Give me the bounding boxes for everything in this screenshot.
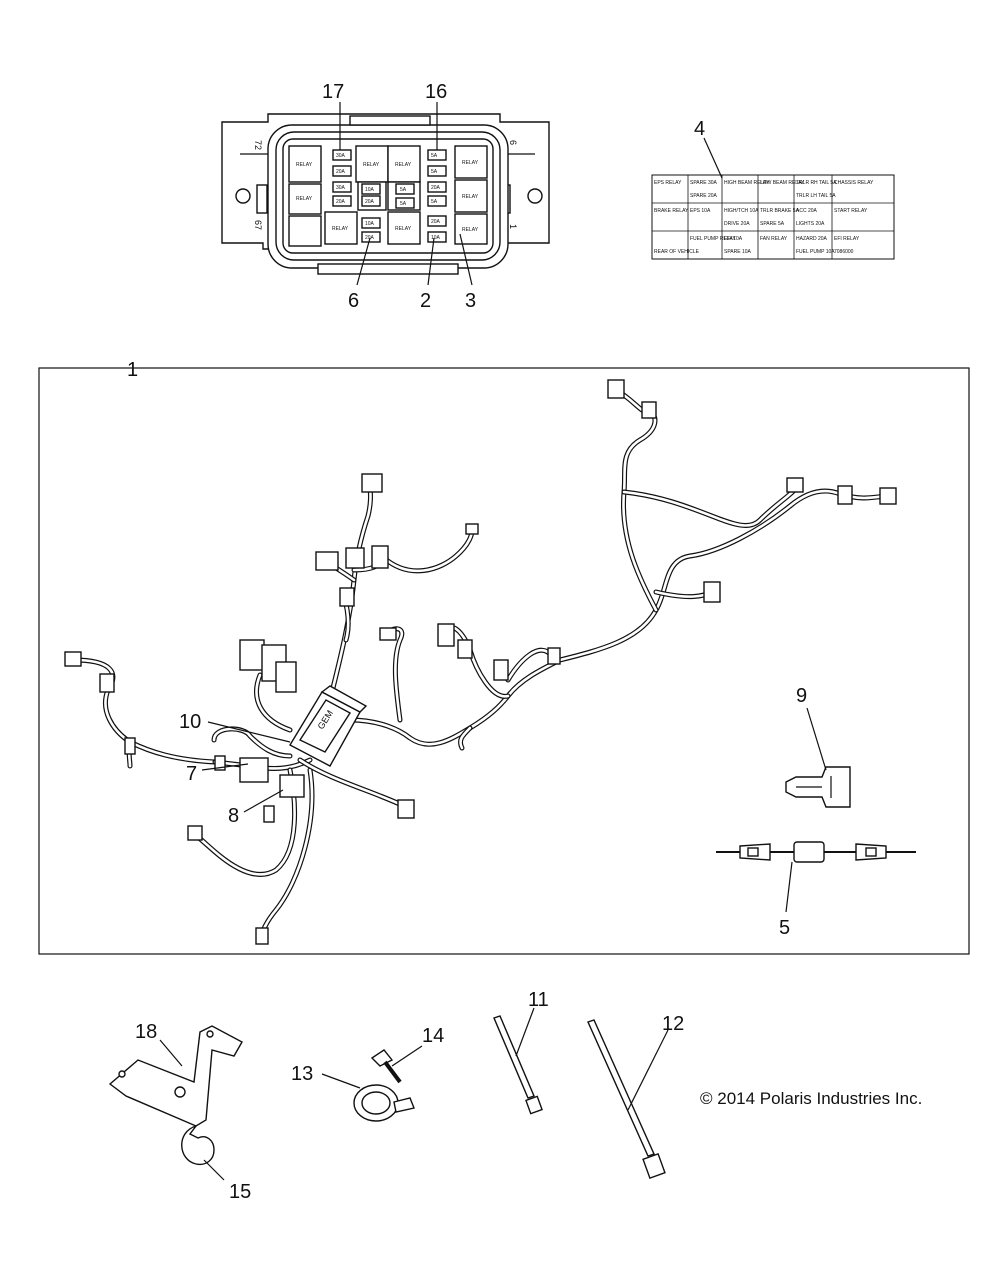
fuse-rating: 20A <box>431 185 441 191</box>
fuse-rating: 10A <box>431 235 441 241</box>
callout-15: 15 <box>229 1181 251 1203</box>
decal-cell-text: HAZARD 20A <box>796 236 828 242</box>
fuse-rating: 5A <box>431 169 438 175</box>
fuse-rating: 5A <box>431 153 438 159</box>
decal-cell-text: HIGH/TCH 10A <box>724 208 759 214</box>
decal-cell-text: TRLR BRAKE 5A <box>760 208 800 214</box>
fuse-rating: 20A <box>336 169 346 175</box>
fuse-rating: 20A <box>336 199 346 205</box>
relay-label: RELAY <box>462 227 479 233</box>
callout-17: 17 <box>322 81 344 103</box>
fuse-rating: 20A <box>431 219 441 225</box>
decal-cell-text: EPS RELAY <box>654 180 682 186</box>
callout-2: 2 <box>420 290 431 312</box>
callout-5: 5 <box>779 917 790 939</box>
callout-10: 10 <box>179 711 201 733</box>
fuse-rating: 30A <box>336 153 346 159</box>
decal-cell-text: 7086000 <box>834 249 854 255</box>
decal-cell-text: SPARE 10A <box>724 249 752 255</box>
fuse-rating: 5A <box>400 187 407 193</box>
fuse-rating: 20A <box>365 199 375 205</box>
main-wiring-harness: GEM <box>64 379 897 945</box>
callout-16: 16 <box>425 81 447 103</box>
relay-label: RELAY <box>363 162 380 168</box>
fuse-rating: 5A <box>431 199 438 205</box>
fuse-box: RELAY RELAY RELAY RELAY RELAY RELAY RELA… <box>221 113 550 275</box>
decal-cell-text: REAR OF VEHICLE <box>654 249 700 255</box>
callout-6: 6 <box>348 290 359 312</box>
decal-cell-text: FUEL PUMP 10A <box>796 249 835 255</box>
relay-label: RELAY <box>296 162 313 168</box>
decal-cell-text: LOW BEAM RELAY <box>760 180 805 186</box>
relay-label: RELAY <box>296 196 313 202</box>
callout-13: 13 <box>291 1063 313 1085</box>
decal-cell-text: SPARE 30A <box>690 180 718 186</box>
jumper-5 <box>716 841 916 863</box>
callout-7: 7 <box>186 763 197 785</box>
decal-cell-text: TRLR RH TAIL 5A <box>796 180 837 186</box>
callout-14: 14 <box>422 1025 444 1047</box>
bracket-18 <box>108 1025 243 1166</box>
control-module: GEM <box>289 685 368 767</box>
cable-tie-11 <box>493 1015 543 1115</box>
decal-cell-text: FUEL PUMP RELAY <box>690 236 736 242</box>
callout-8: 8 <box>228 805 239 827</box>
relay-label: RELAY <box>395 162 412 168</box>
relay-label: RELAY <box>462 194 479 200</box>
pin-number: 72 <box>253 140 263 150</box>
fuse-rating: 5A <box>400 201 407 207</box>
cable-tie-12 <box>587 1019 666 1180</box>
pin-number: 67 <box>253 220 263 230</box>
callout-4: 4 <box>694 118 705 140</box>
fuse-rating: 30A <box>336 185 346 191</box>
decal-cell-text: EPS 10A <box>690 208 711 214</box>
fuse-rating: 10A <box>365 221 375 227</box>
callout-1: 1 <box>127 359 138 381</box>
callout-18: 18 <box>135 1021 157 1043</box>
harness-frame <box>38 367 970 955</box>
relay-label: RELAY <box>462 160 479 166</box>
callout-9: 9 <box>796 685 807 707</box>
decal-cell-text: TRLR LH TAIL 5A <box>796 193 836 199</box>
relay-label: RELAY <box>395 226 412 232</box>
decal-cell-text: BRAKE RELAY <box>654 208 689 214</box>
callout-12: 12 <box>662 1013 684 1035</box>
connector-9 <box>785 766 851 808</box>
decal-cell-text: CHASSIS RELAY <box>834 180 874 186</box>
decal-cell-text: SPARE 20A <box>690 193 718 199</box>
decal-cell-text: LIGHTS 20A <box>796 221 825 227</box>
decal-cell-text: HIGH BEAM RELAY <box>724 180 770 186</box>
callout-3: 3 <box>465 290 476 312</box>
decal-cell-text: ACC 20A <box>796 208 818 214</box>
clamp-13 <box>353 1084 415 1122</box>
decal-cell-text: EFI 10A <box>724 236 743 242</box>
relay-label: RELAY <box>332 226 349 232</box>
decal-cell-text: FAN RELAY <box>760 236 788 242</box>
pin-number: 6 <box>508 140 518 145</box>
decal-cell-text: EFI RELAY <box>834 236 860 242</box>
screw-14 <box>370 1049 402 1084</box>
decal-cell-text: START RELAY <box>834 208 868 214</box>
decal-cell-text: DRIVE 20A <box>724 221 750 227</box>
decal-cell-text: SPARE 5A <box>760 221 785 227</box>
copyright-text: © 2014 Polaris Industries Inc. <box>700 1089 922 1108</box>
pin-number: 1 <box>508 224 518 229</box>
fuse-rating: 10A <box>365 187 375 193</box>
callout-11: 11 <box>528 989 549 1011</box>
